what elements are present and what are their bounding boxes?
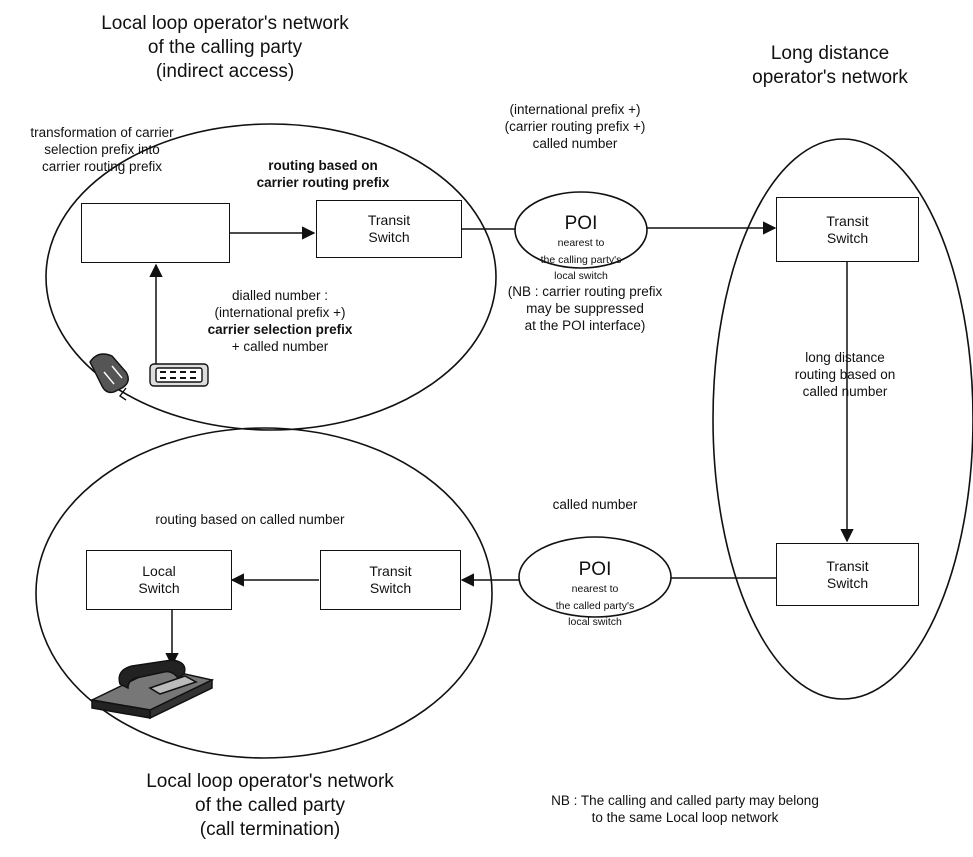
poi-called-main: POI [578, 558, 612, 580]
poi-called-label: POI nearest to the called party's local … [520, 543, 670, 630]
poi-calling-label: POI nearest to the calling party's local… [515, 197, 647, 284]
called-network-title: Local loop operator's network of the cal… [146, 771, 394, 840]
poi-prefix-number-label: (international prefix +) (carrier routin… [504, 102, 646, 151]
transit-switch-called: Transit Switch [320, 550, 461, 610]
transit-switch-calling: Transit Switch [316, 200, 462, 258]
dialled-number-line3: + called number [231, 338, 329, 354]
local-switch-box: Local Switch [86, 550, 232, 610]
transit-switch-ld-bottom: Transit Switch [776, 543, 919, 606]
poi-called-rest: nearest to the called party's local swit… [555, 582, 635, 629]
nb-same-network-label: NB : The calling and called party may be… [551, 793, 819, 825]
transit-switch-ld-top: Transit Switch [776, 197, 919, 262]
poi-calling-main: POI [564, 212, 598, 234]
dialled-number-label: dialled number : (international prefix +… [190, 288, 370, 356]
nb-suppressed-label: (NB : carrier routing prefix may be supp… [507, 284, 663, 333]
poi-called-ellipse [518, 536, 672, 618]
called-number-label: called number [552, 497, 638, 512]
calling-network-ellipse [45, 123, 497, 431]
carrier-prefix-transform-box [81, 203, 230, 263]
called-network-ellipse [35, 427, 493, 759]
called-telephone-icon [89, 659, 215, 720]
poi-calling-rest: nearest to the calling party's local swi… [540, 236, 622, 283]
long-distance-routing-label: long distance routing based on called nu… [794, 350, 896, 399]
routing-carrier-prefix-label: routing based on carrier routing prefix [256, 158, 390, 190]
calling-phone-icon [89, 353, 209, 401]
calling-network-title: Local loop operator's network of the cal… [101, 13, 349, 82]
routing-called-number-label: routing based on called number [155, 512, 345, 527]
long-distance-network-title: Long distance operator's network [752, 43, 908, 88]
dialled-number-line1: dialled number : (international prefix +… [214, 288, 346, 320]
transformation-label: transformation of carrier selection pref… [30, 125, 174, 174]
long-distance-network-ellipse [712, 138, 973, 700]
dialled-number-line2: carrier selection prefix [207, 321, 353, 337]
poi-calling-ellipse [514, 191, 648, 269]
